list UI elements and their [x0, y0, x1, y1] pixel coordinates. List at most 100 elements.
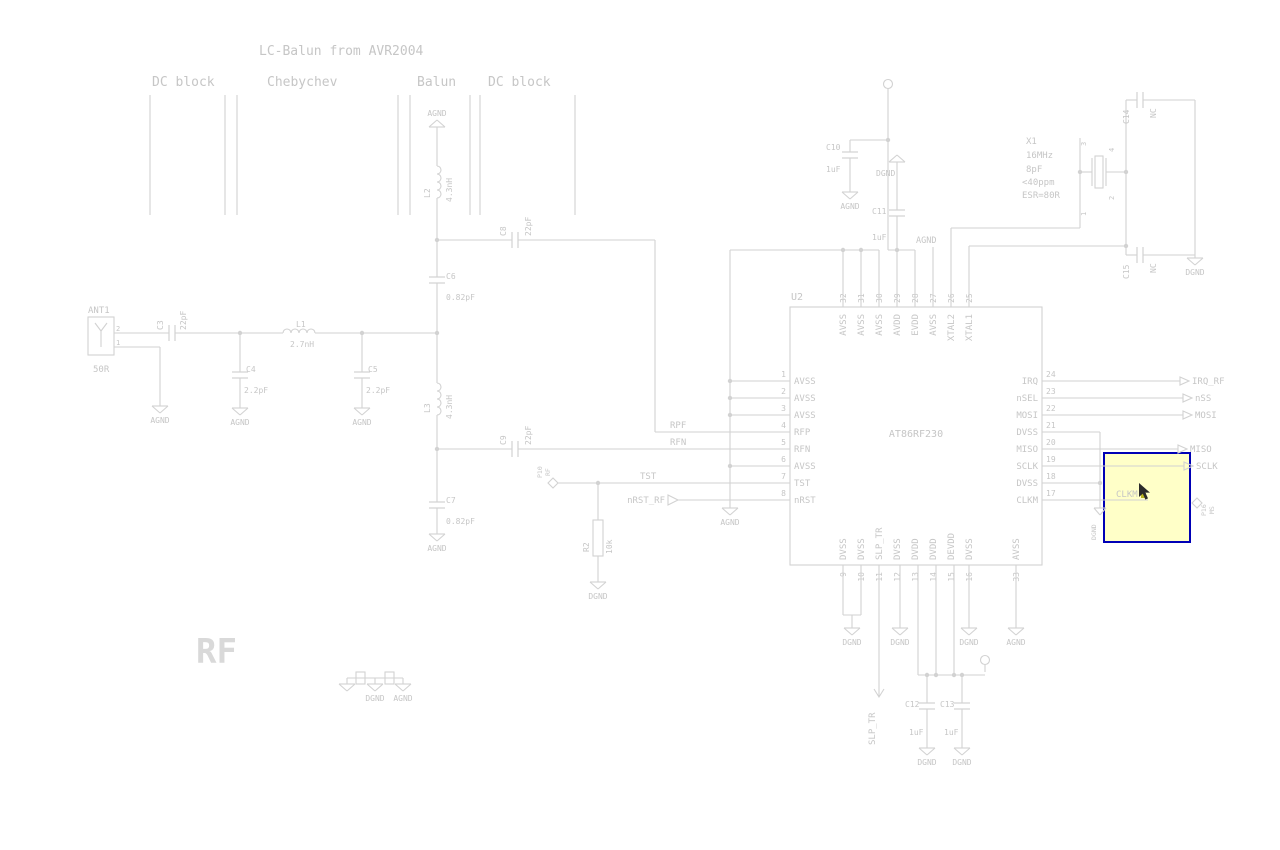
u2-at86rf230-part[interactable]: 6	[781, 455, 786, 464]
u2-at86rf230-part[interactable]: 7	[781, 472, 786, 481]
u2-at86rf230-part[interactable]: CLKM	[1016, 496, 1038, 506]
x1-crystal-part[interactable]: 8pF	[1026, 165, 1042, 175]
ground-tie-legend-part[interactable]	[384, 671, 395, 685]
net-avss-left-part[interactable]	[727, 412, 733, 418]
u2-at86rf230-part[interactable]: AVDD	[893, 314, 903, 336]
net-avss-33-part[interactable]: AGND	[1006, 638, 1025, 647]
net-avss-left-part[interactable]	[729, 507, 739, 516]
c5-capacitor-part[interactable]	[361, 407, 371, 416]
net-dvss-9-10-part[interactable]	[851, 627, 861, 636]
x1-crystal-part[interactable]	[1077, 169, 1083, 175]
x1-crystal-part[interactable]: 4	[1108, 148, 1116, 152]
c4-capacitor-part[interactable]: 2.2pF	[244, 386, 268, 395]
net-dvdd-power[interactable]	[917, 565, 991, 678]
c7-capacitor-part[interactable]	[428, 533, 438, 542]
net-clkm[interactable]: CLKM	[1042, 490, 1148, 501]
c7-capacitor-part[interactable]	[436, 533, 446, 542]
u2-at86rf230-part[interactable]: XTAL1	[965, 314, 975, 341]
c7-capacitor-part[interactable]: 0.82pF	[446, 517, 475, 526]
u2-at86rf230-part[interactable]	[789, 306, 1043, 566]
c12-capacitor-part[interactable]: 1uF	[909, 728, 924, 737]
u2-at86rf230-part[interactable]: MOSI	[1016, 411, 1038, 421]
l1-inductor-part[interactable]: L1	[296, 320, 306, 329]
u2-at86rf230-part[interactable]: TST	[794, 479, 811, 489]
net-tst-part[interactable]: RF	[544, 468, 552, 476]
net-rfp[interactable]: RPF	[654, 240, 790, 433]
u2-at86rf230-part[interactable]: AVSS	[875, 314, 885, 336]
c8-capacitor-part[interactable]: C8	[499, 226, 508, 236]
net-dvss-9-10-part[interactable]: DGND	[842, 638, 861, 647]
l3-inductor-part[interactable]: 4.3nH	[445, 395, 454, 419]
u2-at86rf230-part[interactable]: DVSS	[965, 538, 975, 560]
l1-inductor-part[interactable]: 2.7nH	[290, 340, 314, 349]
r2-resistor-part[interactable]	[597, 581, 607, 590]
c12-capacitor-part[interactable]	[918, 747, 928, 756]
c11-capacitor-part[interactable]: 1uF	[872, 233, 887, 242]
c7-capacitor-part[interactable]: C7	[446, 496, 456, 505]
u2-at86rf230-part[interactable]: EVDD	[911, 314, 921, 336]
u2-at86rf230-part[interactable]: 23	[1046, 387, 1056, 396]
net-dvdd-power-part[interactable]	[979, 654, 991, 666]
u2-at86rf230-part[interactable]: SLP_TR	[875, 527, 885, 560]
net-avss-left[interactable]: AGND	[720, 247, 880, 527]
net-sclk[interactable]: SCLK	[1042, 461, 1218, 472]
u2-at86rf230-part[interactable]: RFP	[794, 428, 811, 438]
net-dvss-9-10[interactable]: DGND	[842, 565, 862, 647]
l2-inductor-part[interactable]: L2	[423, 188, 432, 198]
ant1-antenna-part[interactable]	[87, 316, 115, 356]
net-sclk-part[interactable]: SCLK	[1196, 462, 1218, 472]
balun-center-wires[interactable]	[434, 198, 440, 502]
rf-sheet-label-part[interactable]: RF	[196, 632, 237, 672]
x1-crystal-part[interactable]: ESR=80R	[1022, 191, 1061, 201]
net-dgnd-crystal-part[interactable]	[1186, 257, 1196, 266]
u2-at86rf230-part[interactable]: DVSS	[893, 538, 903, 560]
ground-tie-legend-part[interactable]	[355, 671, 366, 685]
u2-at86rf230-part[interactable]: SCLK	[1016, 462, 1038, 472]
x1-crystal-part[interactable]: 2	[1108, 196, 1116, 200]
net-dvss-right-part[interactable]	[1097, 480, 1103, 486]
net-rfn-label-part[interactable]: RFN	[670, 438, 686, 448]
net-dgnd-crystal-part[interactable]	[1194, 257, 1204, 266]
u2-at86rf230-part[interactable]: 8	[781, 489, 786, 498]
ground-tie-legend-part[interactable]	[394, 683, 404, 692]
x1-crystal-part[interactable]: <40ppm	[1022, 178, 1055, 188]
u2-at86rf230-part[interactable]: AT86RF230	[889, 429, 943, 440]
ant1-antenna-part[interactable]: 2	[116, 325, 120, 333]
net-dvss-right-part[interactable]: DGND	[1090, 524, 1098, 540]
net-dgnd-crystal[interactable]: DGND	[1185, 100, 1205, 277]
ground-tie-legend-part[interactable]	[338, 683, 348, 692]
c5-capacitor-part[interactable]	[353, 407, 363, 416]
net-avss-left-part[interactable]	[840, 247, 846, 253]
c11-capacitor-part[interactable]: DGND	[876, 169, 895, 178]
c4-capacitor-part[interactable]	[231, 407, 241, 416]
net-mosi[interactable]: MOSI	[1042, 410, 1217, 421]
c3-capacitor-part[interactable]: 22pF	[179, 311, 188, 330]
u2-at86rf230-part[interactable]: 15	[947, 572, 956, 582]
r2-resistor-part[interactable]: 10k	[605, 539, 614, 554]
u2-at86rf230-part[interactable]: DVSS	[857, 538, 867, 560]
l2-top-ground-part[interactable]: AGND	[427, 109, 446, 118]
net-dvss-16-part[interactable]: DGND	[959, 638, 978, 647]
c10-capacitor-part[interactable]	[849, 191, 859, 200]
u2-at86rf230-part[interactable]: 24	[1046, 370, 1056, 379]
net-avss-left-part[interactable]	[858, 247, 864, 253]
c11-capacitor-part[interactable]	[896, 154, 906, 163]
ground-tie-legend-part[interactable]	[402, 683, 412, 692]
ant-ground[interactable]: AGND	[114, 346, 170, 425]
c12-capacitor-part[interactable]	[926, 747, 936, 756]
c10-capacitor-part[interactable]: 1uF	[826, 165, 841, 174]
c15-capacitor-part[interactable]: C15	[1122, 264, 1131, 279]
u2-at86rf230[interactable]: U2AT86RF230AVSSAVSSAVSSRFPRFNAVSSTSTnRST…	[781, 292, 1056, 582]
ground-tie-legend-part[interactable]	[366, 683, 376, 692]
filter-section-labels-part[interactable]: DC block	[152, 75, 215, 90]
net-tst-part[interactable]: P10	[536, 466, 544, 478]
net-dgnd-crystal-part[interactable]: DGND	[1185, 268, 1204, 277]
u2-at86rf230-part[interactable]: AVSS	[794, 411, 816, 421]
u2-at86rf230-part[interactable]: 4	[781, 421, 786, 430]
